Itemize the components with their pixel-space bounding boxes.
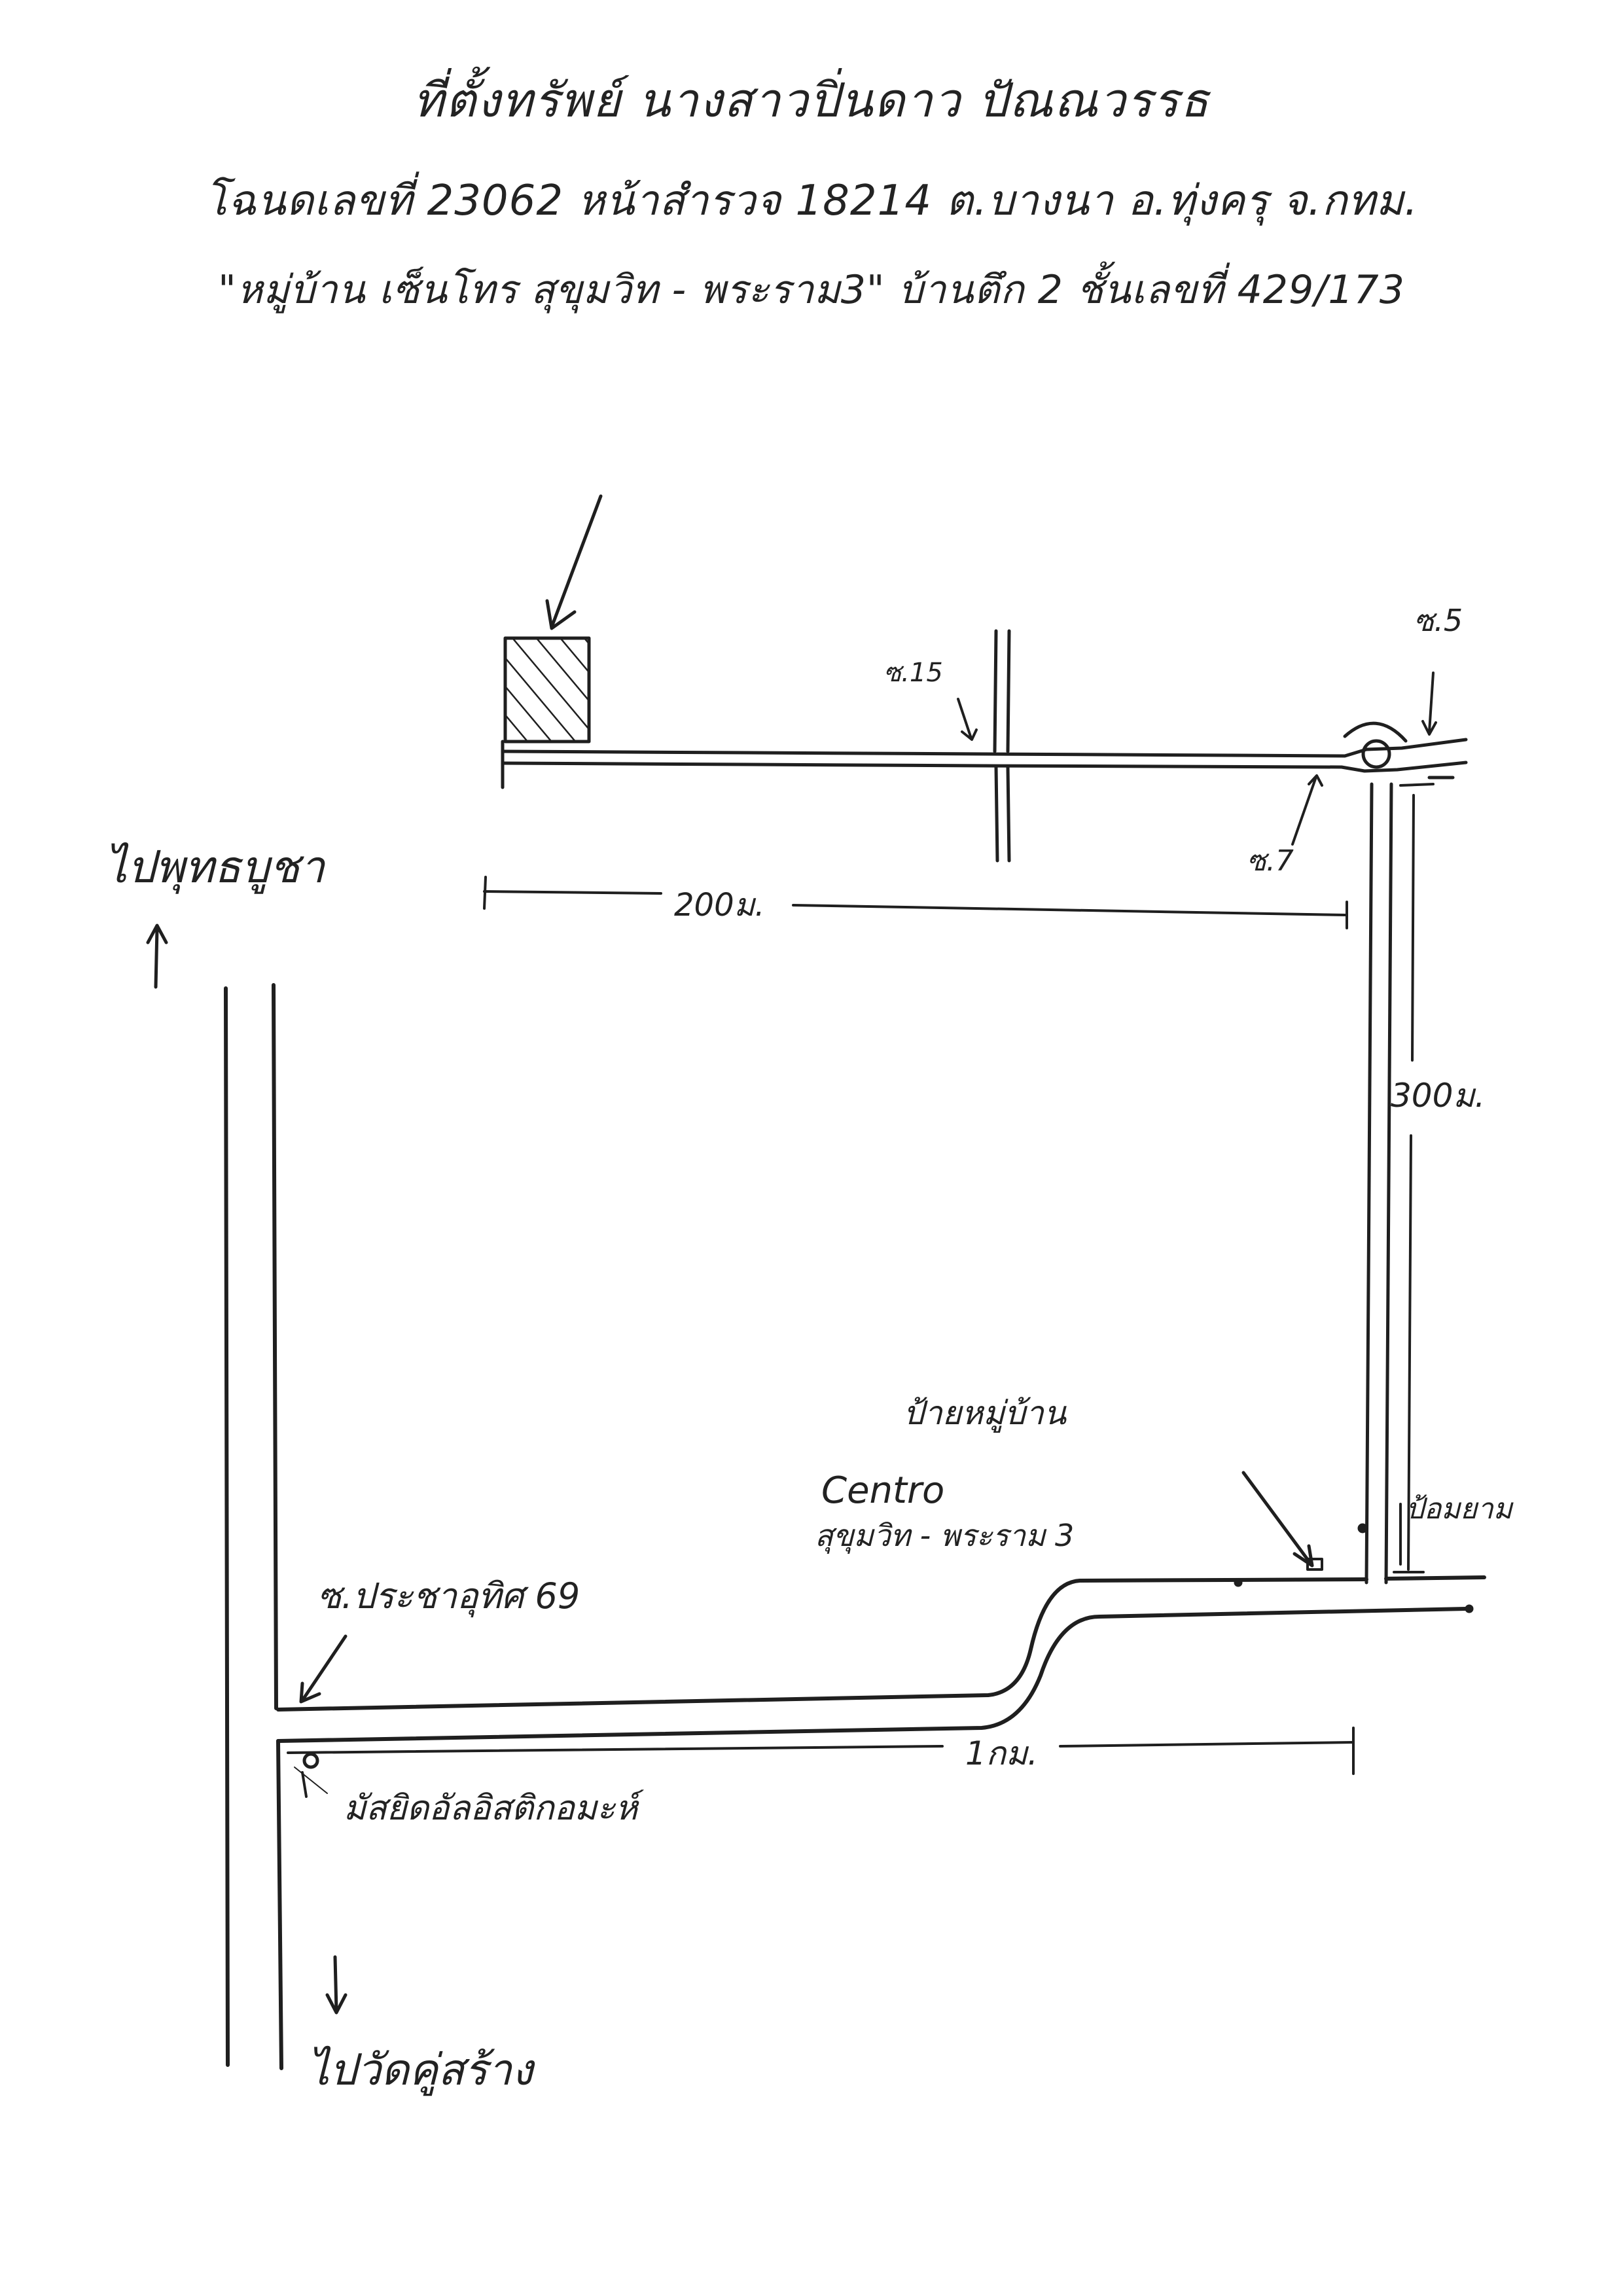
property-arrow-icon xyxy=(545,494,603,630)
soi7-pointer xyxy=(1291,774,1323,846)
label-soi-prachauthit-69: ซ.ประชาอุทิศ 69 xyxy=(317,1575,580,1617)
label-soi-7: ซ.7 xyxy=(1247,844,1294,878)
label-to-wat-khu-sang: ไปวัดคู่สร้าง xyxy=(308,2045,533,2095)
soi69-pointer xyxy=(299,1634,348,1704)
header-line-address: "หมู่บ้าน เซ็นโทร สุขุมวิท - พระราม3" บ้… xyxy=(218,267,1405,313)
label-mosque: มัสยิดอัลอิสติกอมะห์ xyxy=(344,1789,638,1828)
soi-prachauthit-69-road xyxy=(276,1575,1486,1743)
label-1km: 1กม. xyxy=(965,1734,1038,1772)
header-line-owner: ที่ตั้งทรัพย์ นางสาวปิ่นดาว ปัณณวรรธ xyxy=(412,73,1211,128)
soi15-pointer xyxy=(957,698,978,741)
distance-1km-dimension xyxy=(287,1727,1355,1775)
label-300m: 300ม. xyxy=(1391,1077,1486,1115)
distance-200m-dimension xyxy=(483,876,1348,929)
label-soi-15: ซ.15 xyxy=(883,658,943,688)
header-line-deed: โฉนดเลขที่ 23062 หน้าสำรวจ 18214 ต.บางนา… xyxy=(204,177,1419,225)
main-road-prachauthit xyxy=(224,983,283,2070)
label-soi-5: ซ.5 xyxy=(1414,603,1463,638)
label-centro: Centro xyxy=(821,1469,945,1512)
label-village-sign: ป้ายหมู่บ้าน xyxy=(903,1394,1067,1432)
label-200m: 200ม. xyxy=(674,887,765,924)
soi5-pointer xyxy=(1421,672,1437,736)
roundabout xyxy=(1361,739,1391,769)
village-sign-arrow-icon xyxy=(1241,1471,1323,1571)
label-centro-sub: สุขุมวิท - พระราม 3 xyxy=(815,1518,1075,1553)
soi-7-road xyxy=(1364,776,1455,1585)
label-to-phutthabucha: ไปพุทธบูชา xyxy=(105,842,325,893)
arrow-down-icon xyxy=(325,1955,348,2015)
distance-300m-dimension xyxy=(1393,783,1435,1573)
soi-15-cross-road xyxy=(993,629,1011,863)
mosque-marker-icon xyxy=(294,1752,328,1798)
arrow-up-icon xyxy=(146,924,168,989)
top-soi-road xyxy=(501,738,1468,789)
label-guard-post: ป้อมยาม xyxy=(1406,1492,1512,1526)
guard-post-marker-icon xyxy=(1357,1503,1402,1566)
property-plot xyxy=(503,636,591,744)
